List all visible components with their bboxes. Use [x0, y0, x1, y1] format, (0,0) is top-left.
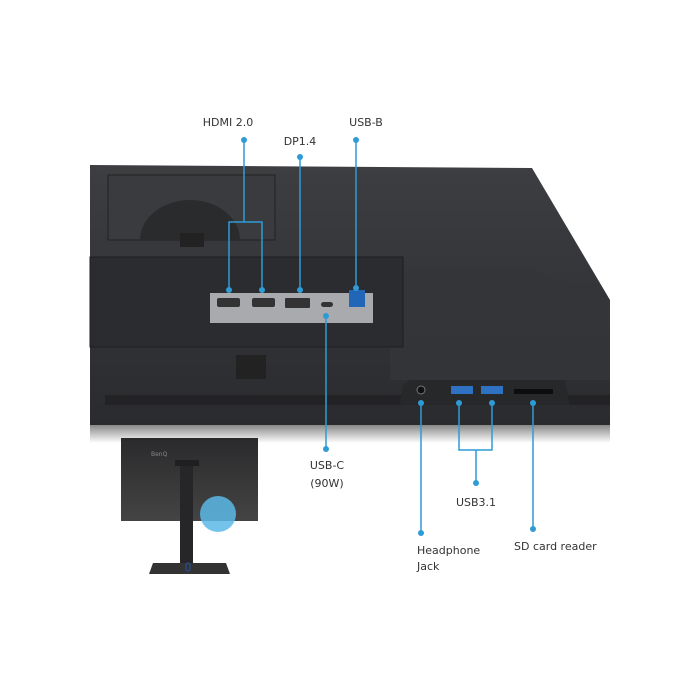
vent-strip — [565, 395, 610, 405]
sd-card-slot — [514, 389, 553, 394]
textured-cover — [390, 270, 610, 380]
callout-dots — [226, 137, 536, 536]
highlight-circle — [200, 496, 236, 532]
label-sd-card: SD card reader — [514, 540, 597, 553]
label-headphone: Headphone — [417, 544, 481, 557]
vent-strip — [105, 395, 405, 405]
headphone-jack — [416, 385, 426, 395]
usb-c-port — [321, 302, 333, 307]
displayport-port — [285, 298, 310, 308]
inset-monitor-rear-view — [121, 438, 258, 574]
label-hdmi: HDMI 2.0 — [202, 116, 254, 129]
label-usb-b: USB-B — [349, 116, 383, 129]
stand-mount — [140, 200, 240, 240]
callout-lines — [228, 140, 534, 533]
label-usb-c: USB-C — [309, 459, 345, 472]
kensington-slot — [236, 355, 266, 379]
label-headphone-jack: Jack — [417, 560, 440, 573]
label-usb-c-power: (90W) — [310, 477, 344, 490]
hdmi-port-1 — [217, 298, 240, 307]
usb3-port-1 — [451, 386, 473, 394]
hdmi-port-2 — [252, 298, 275, 307]
label-usb3: USB3.1 — [455, 496, 497, 509]
release-button — [180, 233, 204, 247]
usb-b-port — [349, 290, 365, 307]
brand-logo: BenQ — [151, 451, 168, 458]
label-dp: DP1.4 — [283, 135, 317, 148]
usb3-port-2 — [481, 386, 503, 394]
